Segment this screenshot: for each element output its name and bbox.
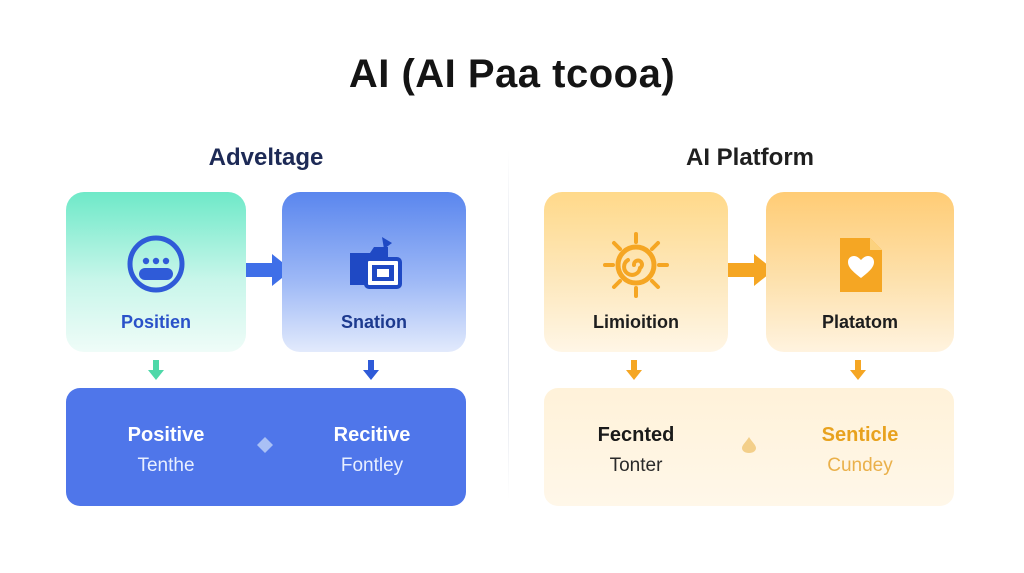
- column-title: Recitive: [333, 424, 411, 446]
- arrow-down-icon: [624, 358, 644, 382]
- column-title: Positive: [127, 424, 205, 446]
- column-subtitle: Tonter: [609, 455, 663, 476]
- sun-spiral-icon: [601, 230, 671, 300]
- card-positien: Positien: [66, 192, 246, 352]
- column-subtitle: Cundey: [827, 455, 893, 476]
- card-label: Positien: [120, 312, 191, 332]
- media-folder-icon: [339, 230, 409, 300]
- column-title: Fecnted: [597, 424, 675, 446]
- left-bottom-box: Positive Tenthe Recitive Fontley: [66, 388, 466, 506]
- panel-divider: [508, 150, 509, 500]
- right-panel-heading: AI Platform: [685, 144, 814, 171]
- bottom-column: Recitive Fontley: [302, 424, 442, 477]
- card-snation: Snation: [282, 192, 466, 352]
- bottom-column: Senticle Cundey: [790, 424, 930, 477]
- column-title: Senticle: [821, 424, 899, 446]
- arrow-right-icon: [244, 252, 294, 288]
- arrow-down-icon: [361, 358, 381, 382]
- diamond-icon: [740, 436, 758, 454]
- bottom-column: Fecnted Tonter: [566, 424, 706, 477]
- arrow-down-icon: [848, 358, 868, 382]
- card-label: Limioition: [593, 312, 679, 332]
- page-title: AI (AI Paa tcooa): [348, 52, 676, 96]
- document-heart-icon: [825, 230, 895, 300]
- left-panel-heading: Adveltage: [208, 144, 324, 171]
- column-subtitle: Tenthe: [137, 455, 195, 476]
- right-bottom-box: Fecnted Tonter Senticle Cundey: [544, 388, 954, 506]
- card-platatom: Platatom: [766, 192, 954, 352]
- arrow-down-icon: [146, 358, 166, 382]
- card-limioition: Limioition: [544, 192, 728, 352]
- arrow-right-icon: [726, 252, 776, 288]
- chat-bubble-icon: [121, 230, 191, 300]
- bottom-column: Positive Tenthe: [96, 424, 236, 477]
- card-label: Platatom: [821, 312, 899, 332]
- card-label: Snation: [341, 312, 407, 332]
- column-subtitle: Fontley: [340, 455, 404, 476]
- diamond-icon: [256, 436, 274, 454]
